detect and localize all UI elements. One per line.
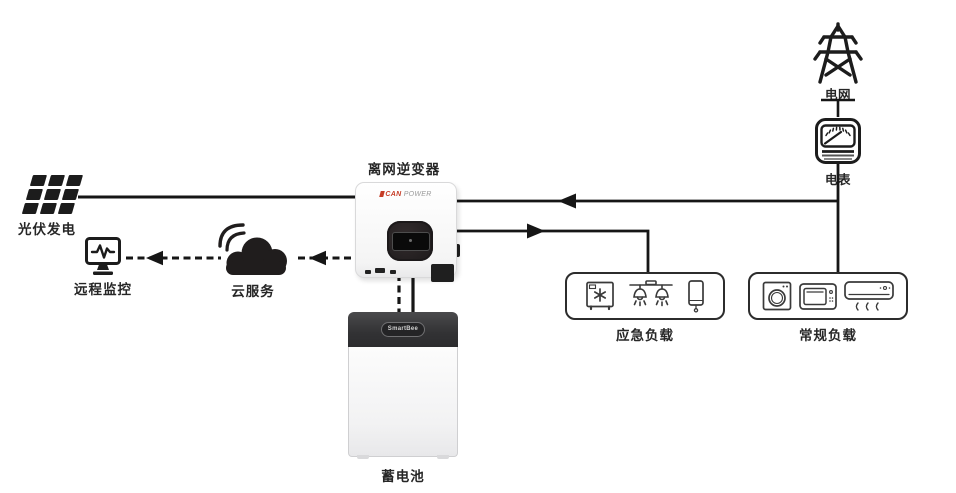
- lamps-icon: [629, 280, 673, 307]
- phone-icon: [688, 280, 704, 313]
- inverter-side-connector: [454, 244, 460, 257]
- regular-load-box: [748, 272, 908, 320]
- microwave-icon: [799, 283, 837, 310]
- monitor-icon: [85, 237, 121, 275]
- inverter-brand-logo: CAN POWER: [356, 191, 456, 198]
- inverter-device: CAN POWER: [355, 182, 457, 278]
- inverter-label: 离网逆变器: [367, 162, 441, 177]
- battery-brand-badge: SmartBee: [381, 322, 425, 337]
- air-conditioner-icon: [844, 281, 894, 311]
- cloud-icon: [218, 223, 287, 275]
- emergency-load-box: [565, 272, 725, 320]
- washing-machine-icon: [762, 281, 792, 311]
- battery-device: SmartBee: [348, 312, 458, 459]
- fridge-icon: [586, 281, 614, 311]
- inverter-port: [365, 270, 371, 274]
- battery-foot: [357, 455, 369, 459]
- inverter-port: [375, 268, 385, 273]
- battery-top-cap: SmartBee: [348, 312, 458, 347]
- inverter-terminal-block: [431, 264, 454, 282]
- remote-monitor-label: 远程监控: [74, 282, 132, 297]
- inverter-display: [387, 221, 433, 261]
- battery-body: [348, 347, 458, 459]
- brand-text-secondary: POWER: [403, 191, 432, 198]
- meter-icon: [815, 118, 861, 164]
- regular-load-label: 常规负载: [799, 328, 857, 343]
- solar-panel-icon: [22, 175, 83, 214]
- screen-indicator-dot: [409, 239, 412, 242]
- cloud-label: 云服务: [231, 284, 275, 299]
- emergency-load-label: 应急负载: [616, 328, 674, 343]
- grid-tower-icon: [813, 22, 863, 84]
- inverter-port: [390, 270, 396, 274]
- grid-label: 电网: [824, 88, 852, 102]
- brand-text-primary: CAN: [385, 191, 402, 198]
- battery-foot: [437, 455, 449, 459]
- inverter-screen: [392, 232, 430, 251]
- battery-label: 蓄电池: [381, 469, 425, 484]
- pv-label: 光伏发电: [18, 222, 76, 237]
